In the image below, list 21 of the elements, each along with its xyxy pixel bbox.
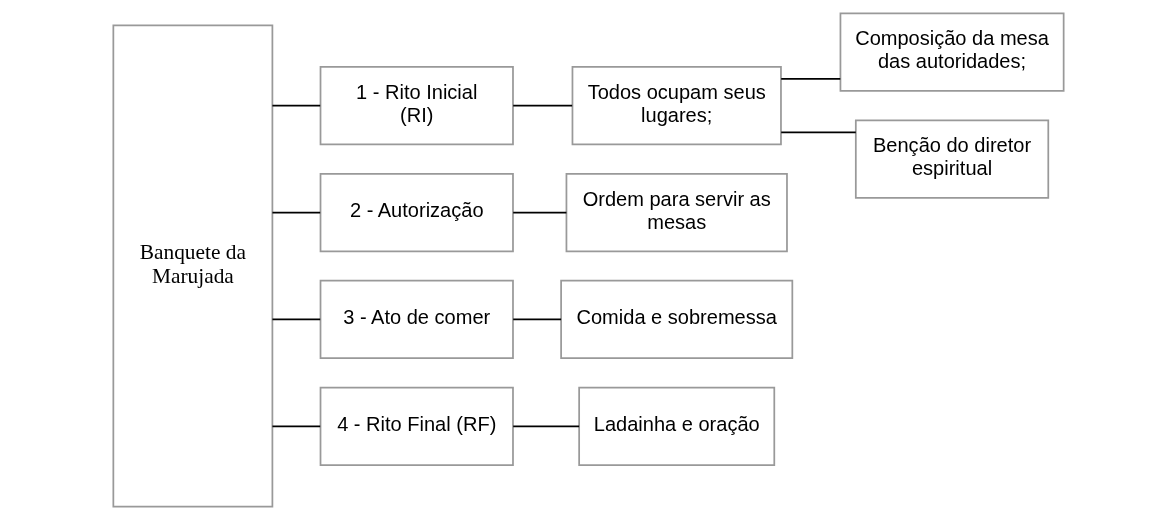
connector <box>779 131 857 134</box>
node-box: 1 - Rito Inicial (RI) <box>319 66 514 146</box>
node-box: 2 - Autorização <box>319 172 514 253</box>
connector <box>271 211 321 214</box>
node-box: Banquete da Marujada <box>111 24 273 508</box>
connector <box>511 211 567 214</box>
connector <box>511 318 562 321</box>
connector <box>271 425 321 428</box>
connector <box>779 78 841 80</box>
node-box: 3 - Ato de comer <box>319 279 514 360</box>
connector <box>511 425 580 428</box>
node-box: Ladainha e oração <box>577 386 775 467</box>
node-box: Comida e sobremessa <box>559 279 793 360</box>
connector <box>271 104 321 107</box>
node-box: 4 - Rito Final (RF) <box>319 386 514 467</box>
node-box: Benção do diretor espiritual <box>854 119 1049 199</box>
node-box: Todos ocupam seus lugares; <box>571 66 782 146</box>
node-box: Ordem para servir as mesas <box>565 172 788 253</box>
connector <box>511 104 573 107</box>
connector <box>271 318 321 321</box>
node-box: Composição da mesa das autoridades; <box>839 12 1064 92</box>
